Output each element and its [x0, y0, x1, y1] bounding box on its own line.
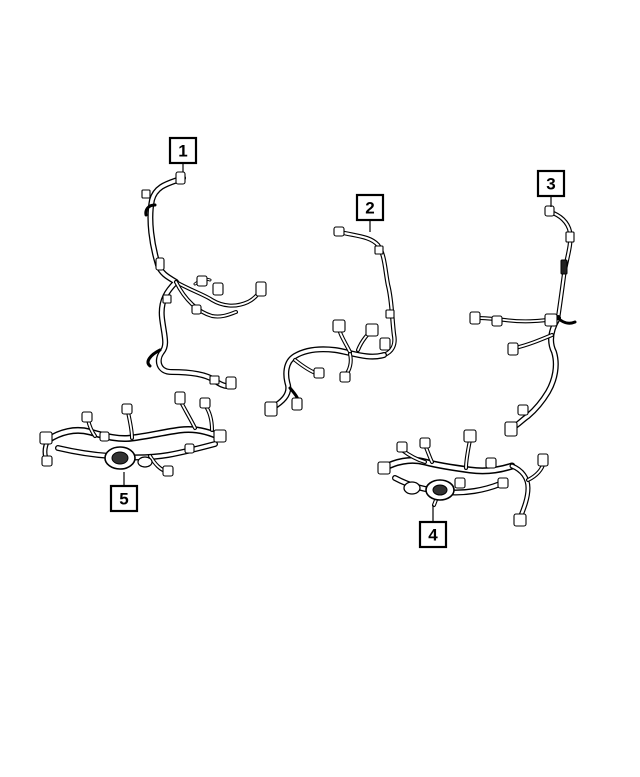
connector — [485, 457, 497, 469]
connector — [565, 231, 575, 243]
connector — [537, 453, 549, 467]
harness-1 — [141, 171, 267, 390]
connector — [379, 337, 391, 351]
connector — [39, 431, 53, 445]
connector — [544, 313, 558, 327]
connector — [560, 259, 568, 275]
connector — [162, 465, 174, 477]
connector — [41, 455, 53, 467]
connector — [155, 257, 165, 271]
connector — [141, 189, 151, 199]
connector — [291, 397, 303, 411]
connector — [507, 342, 519, 356]
callout-4: 4 — [418, 520, 448, 549]
callout-3: 3 — [536, 169, 566, 198]
harness-2 — [264, 226, 397, 417]
connector — [374, 245, 384, 255]
connector — [196, 275, 208, 287]
connector — [333, 226, 345, 237]
harness-3 — [469, 205, 577, 437]
connector — [191, 304, 202, 315]
connector — [199, 397, 211, 409]
connector — [81, 411, 93, 423]
connector — [513, 513, 527, 527]
connector — [491, 315, 503, 327]
connector — [264, 401, 278, 417]
connector — [377, 461, 391, 475]
callout-label-5: 5 — [119, 490, 128, 509]
callout-label-2: 2 — [365, 199, 374, 218]
connector — [209, 375, 220, 385]
connector — [212, 282, 224, 296]
connector — [504, 421, 518, 437]
connector — [365, 323, 379, 337]
connector — [544, 205, 555, 217]
callout-5: 5 — [109, 484, 139, 513]
connector — [174, 391, 186, 405]
connector — [175, 171, 186, 185]
connector — [419, 437, 431, 449]
callout-label-4: 4 — [428, 526, 438, 545]
connector — [121, 403, 133, 415]
connector — [497, 477, 509, 489]
connector — [396, 441, 408, 453]
connector — [332, 319, 346, 333]
callout-2: 2 — [355, 193, 385, 222]
connector — [184, 443, 195, 454]
callout-1: 1 — [168, 136, 198, 165]
connector — [454, 477, 466, 489]
connector — [99, 431, 110, 442]
connector — [469, 311, 481, 325]
connector — [339, 371, 351, 383]
connector — [255, 281, 267, 297]
connector — [463, 429, 477, 443]
harness-4 — [377, 429, 549, 527]
connector — [313, 367, 325, 379]
callout-label-3: 3 — [546, 175, 555, 194]
harness-5 — [39, 391, 227, 477]
connector — [225, 376, 237, 390]
connector — [213, 429, 227, 443]
connector — [517, 404, 529, 416]
connector — [162, 294, 172, 304]
connector — [385, 309, 395, 319]
callout-label-1: 1 — [178, 142, 187, 161]
